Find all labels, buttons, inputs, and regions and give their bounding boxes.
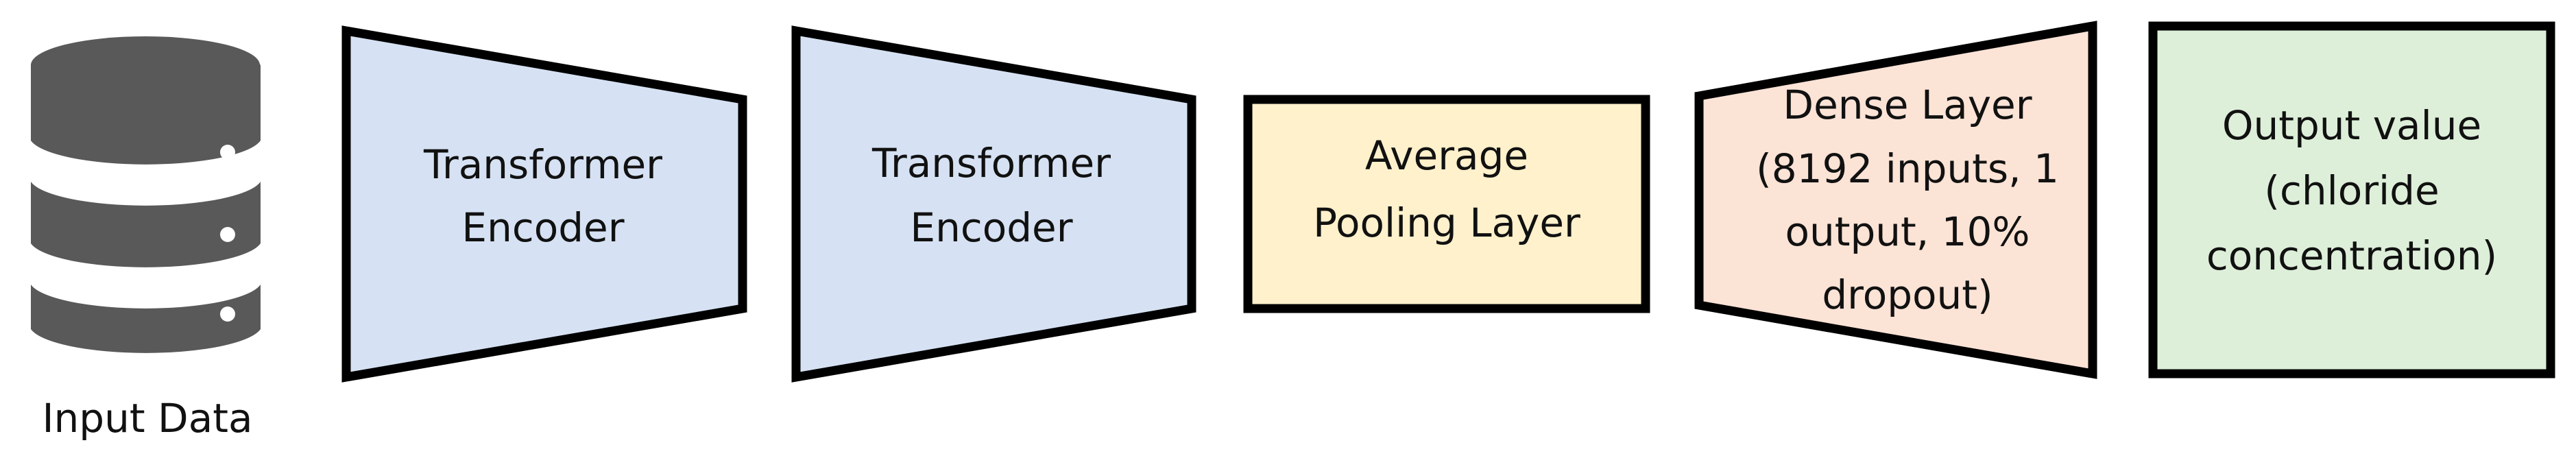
transformer-encoder-1-line1: Transformer xyxy=(423,141,662,188)
database-dot-3 xyxy=(220,306,235,322)
database-icon xyxy=(31,36,261,353)
transformer-encoder-2-line1: Transformer xyxy=(871,140,1111,187)
output-value-shape xyxy=(2148,21,2555,378)
dense-layer-shape xyxy=(1694,21,2097,379)
database-dot-1 xyxy=(220,145,235,160)
database-middle-disk xyxy=(31,182,261,267)
database-bottom-disk xyxy=(31,285,261,353)
dense-layer-line4: dropout) xyxy=(1822,272,1993,318)
average-pooling-layer-shape xyxy=(1243,95,1650,313)
transformer-encoder-1-shape xyxy=(341,25,747,383)
transformer-encoder-2-shape xyxy=(791,25,1196,383)
average-pooling-layer-line1: Average xyxy=(1365,132,1528,179)
output-value-line3: concentration) xyxy=(2206,232,2497,279)
output-value-line1: Output value xyxy=(2222,102,2481,149)
dense-layer-line1: Dense Layer xyxy=(1783,82,2032,128)
average-pooling-layer-line2: Pooling Layer xyxy=(1313,200,1580,246)
database-dot-2 xyxy=(220,227,235,242)
transformer-encoder-2-line2: Encoder xyxy=(910,204,1072,251)
dense-layer-line2: (8192 inputs, 1 xyxy=(1756,145,2059,192)
output-value-line2: (chloride xyxy=(2264,167,2439,214)
input-data-label: Input Data xyxy=(42,395,252,442)
transformer-encoder-1-line2: Encoder xyxy=(461,204,624,251)
dense-layer-line3: output, 10% xyxy=(1785,208,2030,255)
